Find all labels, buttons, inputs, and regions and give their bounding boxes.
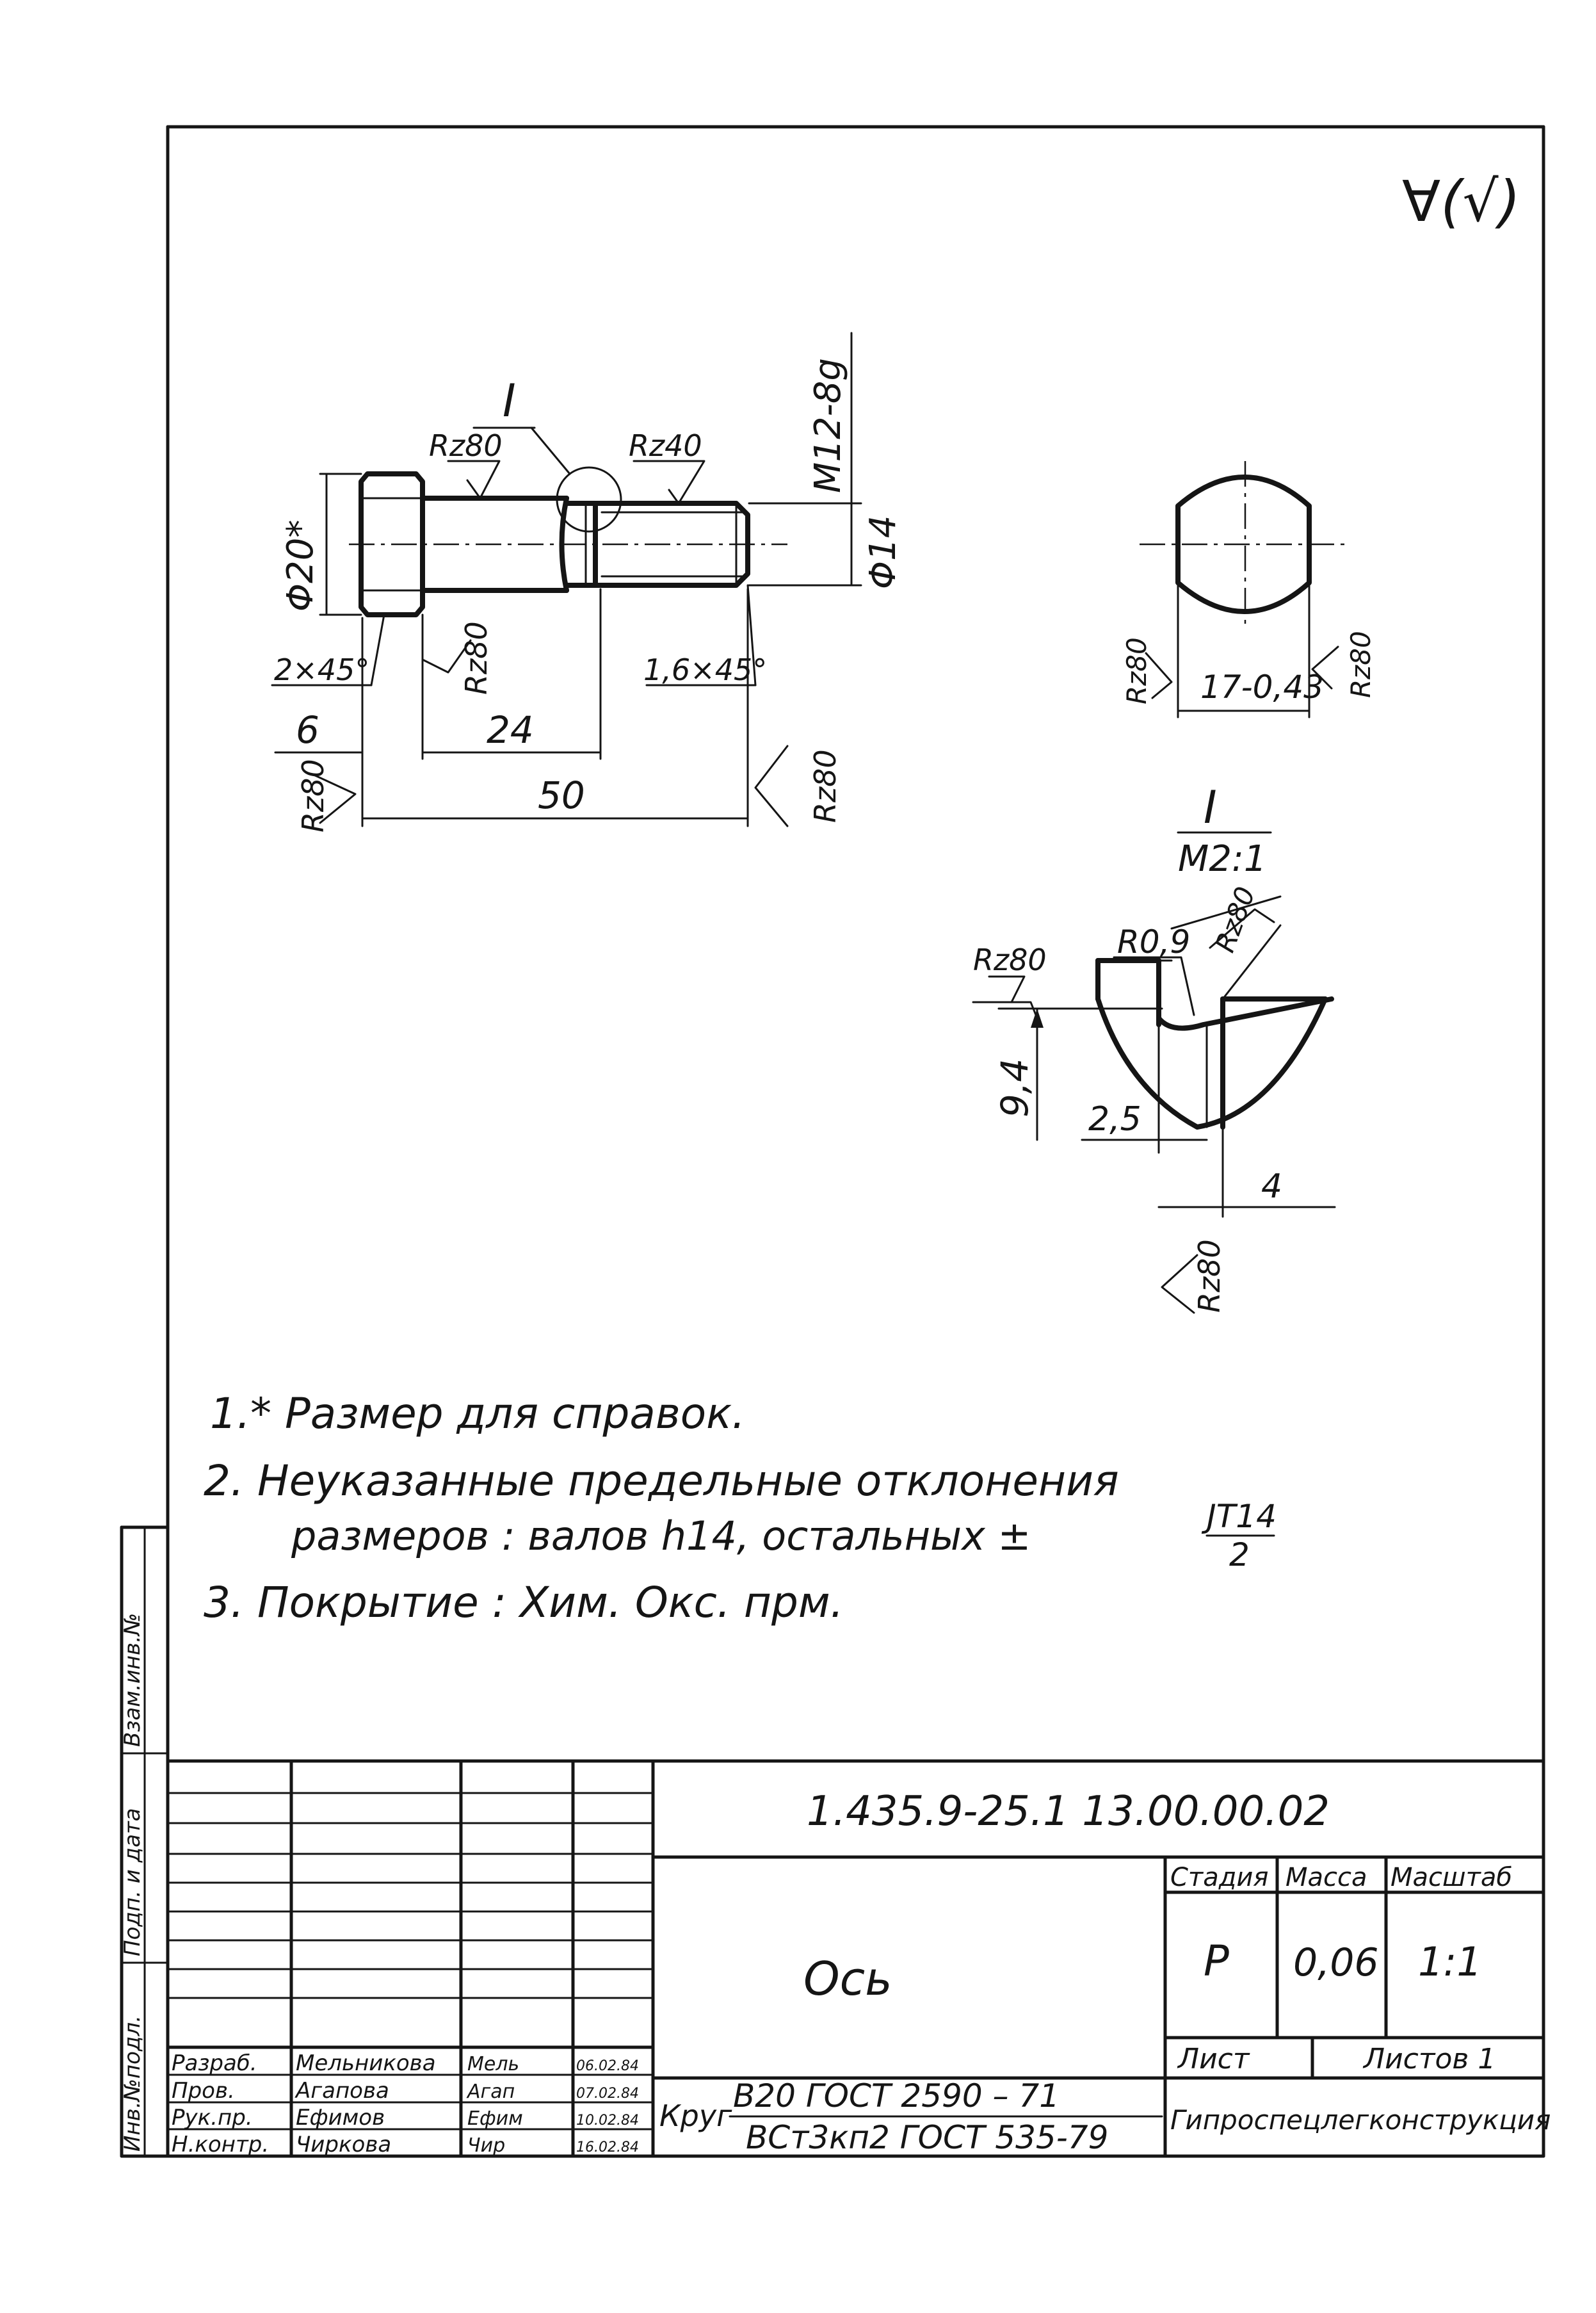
mass-value: 0,06: [1293, 1940, 1379, 1985]
note-1: 1.* Размер для справок.: [210, 1389, 745, 1438]
sheet-label: Лист: [1177, 2043, 1250, 2075]
row-sign: Мель: [467, 2053, 519, 2075]
row-sign: Агап: [466, 2081, 515, 2103]
detail-depth: 9,4: [993, 1059, 1036, 1117]
title-block: 1.435.9-25.1 13.00.00.02 Ось Стадия Масс…: [166, 1759, 1551, 2158]
end-view-width: 17-0,43: [1200, 669, 1324, 706]
row-name: Чиркова: [296, 2132, 391, 2157]
part-name: Ось: [803, 1952, 892, 2006]
dim-dia14: Φ14: [862, 515, 904, 589]
dim-rz80-left: Rz80: [296, 759, 330, 832]
dim-rz80-head: Rz80: [459, 621, 494, 695]
material-prefix: Круг: [659, 2098, 732, 2133]
material-top: В20 ГОСТ 2590 – 71: [733, 2077, 1060, 2114]
technical-notes: 1.* Размер для справок. 2. Неуказанные п…: [204, 1389, 1277, 1627]
dim-rz80-shank: Rz80: [429, 428, 503, 463]
row-date: 06.02.84: [576, 2058, 639, 2074]
row-role: Н.контр.: [172, 2132, 269, 2157]
row-date: 07.02.84: [576, 2086, 639, 2102]
detail-radius: R0,9: [1117, 923, 1190, 961]
note-2-line-1: 2. Неуказанные предельные отклонения: [204, 1456, 1119, 1505]
dim-rz80-right: Rz80: [808, 749, 842, 823]
dim-chamfer-thread: 1,6×45°: [643, 653, 767, 687]
sheet-frame: [120, 125, 1545, 2158]
row-role: Пров.: [172, 2078, 235, 2104]
note-2-fraction-den: 2: [1229, 1536, 1250, 1573]
detail-groove-l: 4: [1261, 1167, 1282, 1206]
detail-title: I: [1204, 781, 1217, 834]
material-bottom: ВСт3кп2 ГОСТ 535-79: [746, 2119, 1108, 2156]
note-3: 3. Покрытие : Хим. Окс. прм.: [204, 1578, 844, 1627]
dim-dia20: Φ20*: [280, 520, 321, 612]
detail-rz80-b: Rz80: [1209, 882, 1261, 956]
dim-len-50: 50: [538, 774, 585, 817]
axle-end-view: 17-0,43 Rz80 Rz80: [1121, 461, 1376, 718]
default-roughness-mark: ∀(√): [1402, 168, 1520, 234]
row-name: Ефимов: [296, 2105, 385, 2130]
stage-value: Р: [1204, 1936, 1229, 1986]
dim-len-6: 6: [296, 708, 319, 752]
designation: 1.435.9-25.1 13.00.00.02: [807, 1788, 1330, 1835]
note-2-line-2: размеров : валов h14, остальных ±: [291, 1513, 1031, 1559]
row-sign: Ефим: [467, 2107, 523, 2130]
side-stamp-inv-repl: Взам.инв.№: [120, 1613, 145, 1747]
callout-label: I: [503, 375, 516, 427]
row-name: Мельникова: [296, 2050, 436, 2076]
end-view-rz80-left: Rz80: [1121, 637, 1152, 704]
end-view-rz80-right: Rz80: [1345, 631, 1376, 698]
detail-rz80-bottom: Rz80: [1192, 1239, 1227, 1313]
row-name: Агапова: [294, 2078, 389, 2104]
side-stamp: Инв.№подл. Подп. и дата Взам.инв.№: [120, 1613, 145, 2152]
row-role: Разраб.: [172, 2050, 257, 2076]
axle-main-view: I Rz80 Rz40 M12-8g Φ14 Φ20* 2×45° Rz80 1…: [271, 332, 904, 832]
detail-rz80-a: Rz80: [973, 943, 1047, 977]
mass-label: Масса: [1286, 1863, 1367, 1892]
side-stamp-inv-orig: Инв.№подл.: [120, 2015, 145, 2152]
detail-scale: M2:1: [1178, 838, 1266, 880]
dim-rz40: Rz40: [629, 428, 702, 463]
row-date: 10.02.84: [576, 2113, 639, 2129]
side-stamp-sign-date: Подп. и дата: [120, 1808, 145, 1956]
detail-groove-w: 2,5: [1088, 1100, 1141, 1139]
dim-len-24: 24: [487, 708, 534, 752]
sheets-label: Листов 1: [1362, 2043, 1495, 2075]
organization: Гипроспецлегконструкция: [1170, 2104, 1551, 2136]
scale-value: 1:1: [1418, 1938, 1482, 1985]
dim-chamfer-head: 2×45°: [274, 653, 369, 687]
dim-thread: M12-8g: [807, 358, 849, 493]
row-date: 16.02.84: [576, 2139, 639, 2155]
row-role: Рук.пр.: [172, 2105, 253, 2130]
scale-label: Масштаб: [1390, 1863, 1512, 1892]
row-sign: Чир: [467, 2134, 505, 2157]
stage-label: Стадия: [1170, 1863, 1268, 1892]
detail-view: I M2:1 R0,9 Rz80 Rz80 9,4 2,5: [972, 781, 1336, 1314]
note-2-fraction-num: JT14: [1201, 1498, 1277, 1535]
